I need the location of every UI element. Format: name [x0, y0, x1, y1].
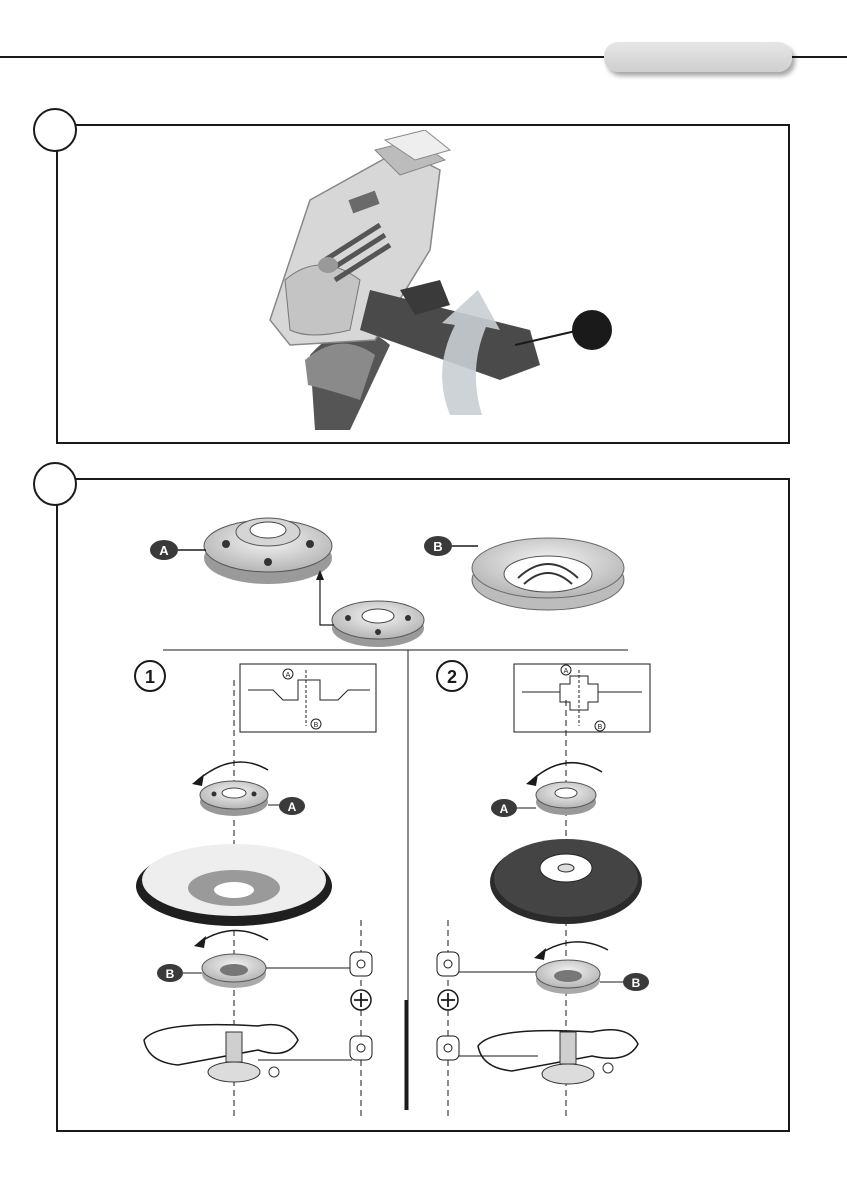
svg-text:A: A	[564, 668, 569, 675]
step-2-label-a: A	[500, 802, 509, 816]
callout-marker	[572, 310, 612, 350]
clamp-nut-b	[472, 538, 624, 610]
step-2-flange-a	[536, 782, 596, 815]
svg-text:B: B	[598, 724, 603, 731]
svg-text:A: A	[286, 672, 291, 679]
step-2-number: 2	[447, 667, 457, 687]
step-1-depressed-center-disc	[136, 844, 332, 926]
step-2-nut-b	[536, 960, 600, 994]
step-1-spindle-guard	[144, 1025, 298, 1082]
step-2-label-b: B	[632, 976, 641, 990]
angle-grinder-illustration	[200, 130, 660, 435]
flange-a-small	[332, 601, 424, 647]
step-2-section-detail	[514, 664, 650, 732]
disc-mounting-diagram: A B 1 A B A	[58, 480, 788, 1130]
svg-text:B: B	[314, 722, 319, 729]
step-1-label-b: B	[166, 967, 175, 981]
step-1-number: 1	[145, 667, 155, 687]
flange-a-large	[204, 518, 332, 584]
step-1-label-a: A	[288, 800, 297, 814]
step-1-nut-b	[202, 954, 266, 988]
label-b-top: B	[433, 539, 442, 554]
rotate-arrow-icon	[198, 762, 268, 780]
header-tab	[604, 42, 792, 72]
label-a-top: A	[159, 543, 169, 558]
step-2-spindle-guard	[478, 1030, 638, 1084]
step-2-flat-cutting-disc	[490, 839, 642, 924]
step-1-flange-a	[200, 781, 268, 816]
step-1-section-detail	[240, 664, 376, 732]
panel-1-number-marker	[33, 108, 77, 152]
